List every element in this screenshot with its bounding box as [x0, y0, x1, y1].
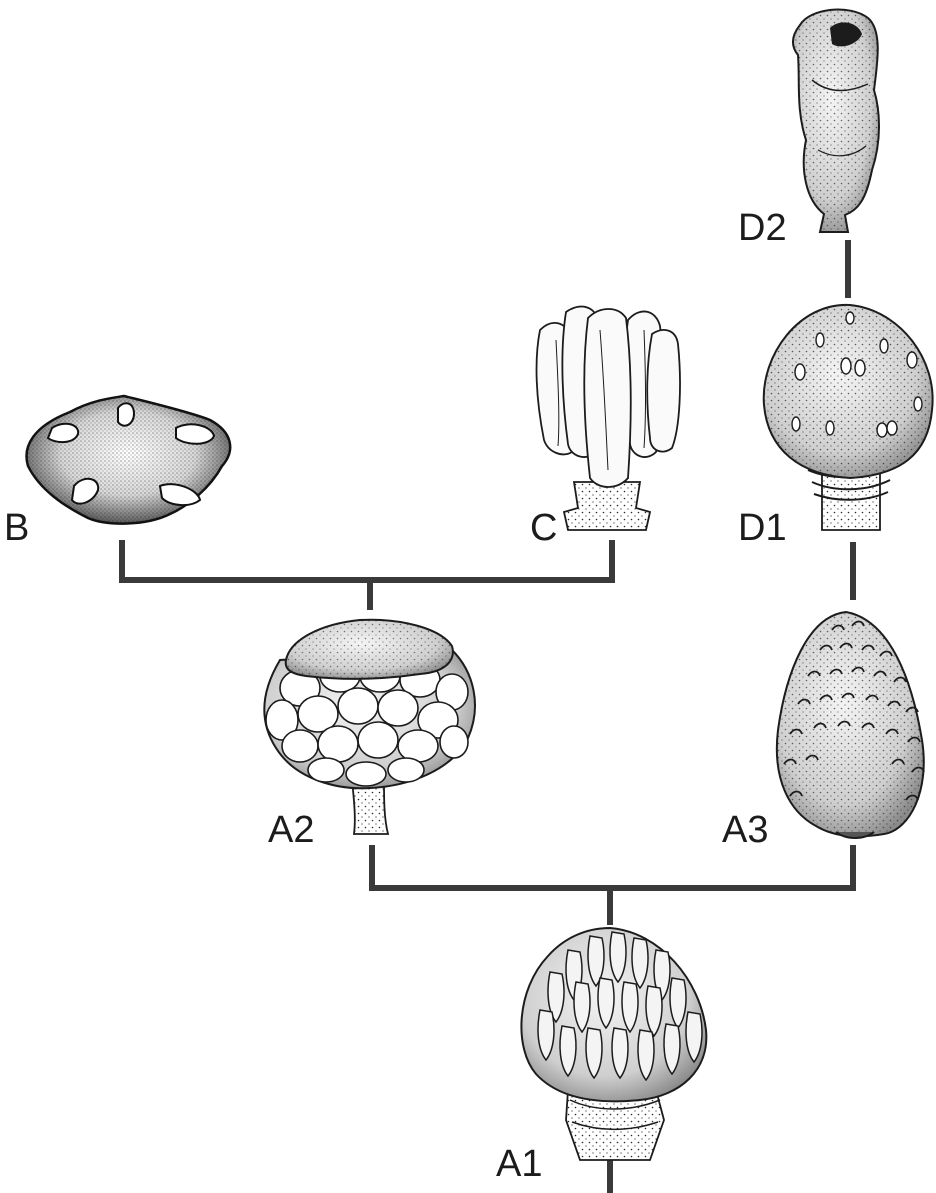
label-c: C	[530, 507, 557, 549]
specimen-d2-illustration	[793, 10, 879, 232]
label-a3: A3	[722, 809, 768, 851]
label-a1: A1	[496, 1143, 542, 1185]
specimen-a2-illustration	[264, 620, 475, 834]
connector-a2-a3	[372, 845, 853, 888]
label-d1: D1	[738, 507, 787, 549]
label-b: B	[4, 507, 29, 549]
specimen-a3-illustration	[777, 612, 924, 838]
label-a2: A2	[268, 809, 314, 851]
specimen-d1-illustration	[764, 305, 933, 530]
label-d2: D2	[738, 207, 787, 249]
specimen-a1-illustration	[521, 928, 706, 1160]
connector-lines	[122, 240, 853, 1193]
specimen-c-illustration	[537, 307, 680, 530]
specimen-b-illustration	[27, 396, 231, 524]
